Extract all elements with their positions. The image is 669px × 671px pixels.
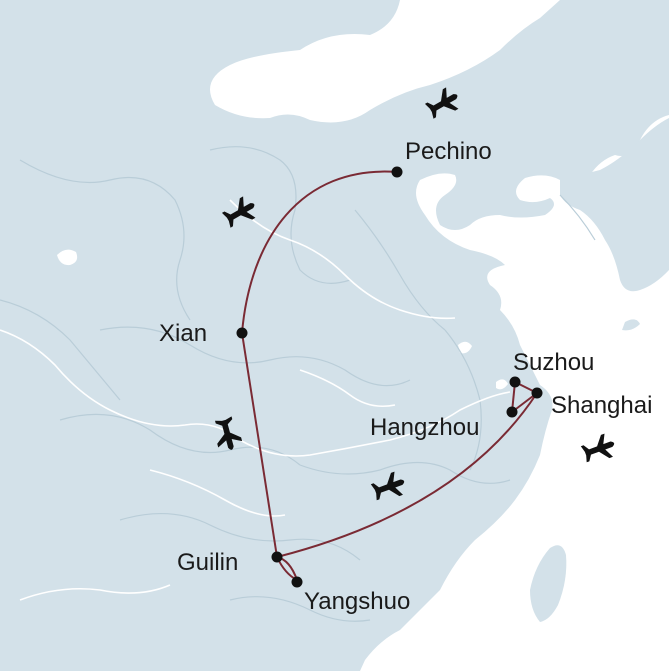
city-marker-suzhou[interactable] xyxy=(509,376,521,388)
city-marker-xian[interactable] xyxy=(236,327,248,339)
city-marker-hangzhou[interactable] xyxy=(506,406,518,418)
city-markers xyxy=(236,166,543,588)
city-marker-pechino[interactable] xyxy=(391,166,403,178)
city-label-guilin: Guilin xyxy=(177,549,238,576)
city-label-suzhou: Suzhou xyxy=(513,349,594,376)
city-labels: Pechino Xian Suzhou Shanghai Hangzhou Gu… xyxy=(159,138,652,615)
route-xian-guilin xyxy=(241,332,278,558)
city-label-hangzhou: Hangzhou xyxy=(370,414,479,441)
city-label-pechino: Pechino xyxy=(405,138,492,165)
city-label-xian: Xian xyxy=(159,320,207,347)
city-label-yangshuo: Yangshuo xyxy=(304,588,410,615)
city-marker-yangshuo[interactable] xyxy=(291,576,303,588)
city-label-shanghai: Shanghai xyxy=(551,392,652,419)
route-guilin-shanghai xyxy=(276,392,538,558)
taiwan-island xyxy=(530,545,567,622)
lake xyxy=(57,249,78,266)
korea-land xyxy=(560,118,669,292)
city-marker-shanghai[interactable] xyxy=(531,387,543,399)
island xyxy=(622,319,640,331)
route-pechino-xian xyxy=(241,170,398,334)
lake xyxy=(496,379,508,390)
lake xyxy=(458,341,472,354)
city-marker-guilin[interactable] xyxy=(271,551,283,563)
island xyxy=(655,193,669,215)
